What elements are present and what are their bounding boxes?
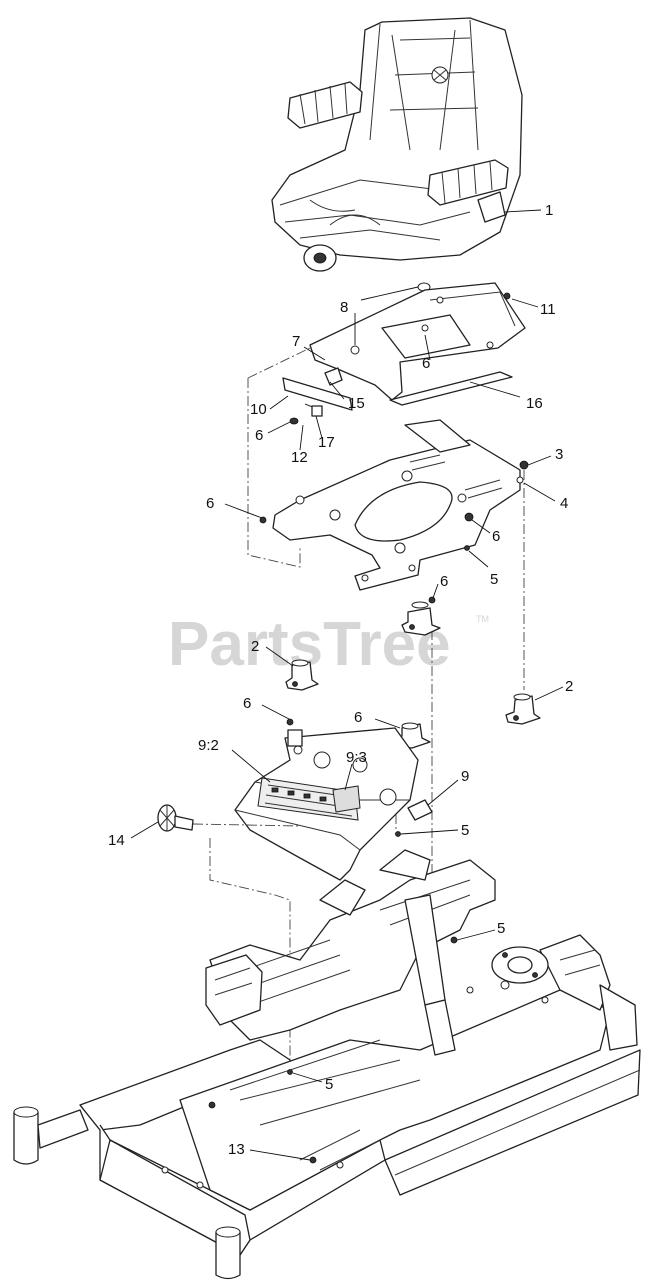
callout-5b: 5	[461, 822, 469, 839]
callout-15: 15	[348, 395, 365, 412]
callout-3: 3	[555, 446, 563, 463]
callout-8: 8	[340, 299, 348, 316]
bolt-5b	[395, 831, 401, 837]
callout-13: 13	[228, 1141, 245, 1158]
control-panel-cover	[234, 727, 419, 881]
callout-6e: 6	[440, 573, 448, 590]
slide-rail	[389, 371, 513, 406]
callout-6g: 6	[354, 709, 362, 726]
callout-5a: 5	[490, 571, 498, 588]
callout-2b: 2	[565, 678, 573, 695]
callout-14: 14	[108, 832, 125, 849]
clip-15	[324, 367, 343, 386]
callout-9: 9	[461, 768, 469, 785]
isolator-mount-left	[285, 659, 319, 691]
bolt-11	[503, 292, 511, 300]
isolator-mount	[401, 601, 441, 636]
callout-7: 7	[292, 333, 300, 350]
callout-6f: 6	[243, 695, 251, 712]
bolt-5a	[464, 545, 470, 551]
callout-6b: 6	[255, 427, 263, 444]
bolt-13a	[208, 1101, 216, 1109]
bracket-9	[407, 799, 433, 821]
seat-pan-bracket	[272, 419, 524, 591]
callout-16: 16	[526, 395, 543, 412]
seat	[271, 17, 523, 272]
leader-lines	[130, 209, 564, 1161]
emblem	[157, 804, 194, 832]
callout-6c: 6	[206, 495, 214, 512]
latch-bar	[282, 377, 353, 425]
callout-6a: 6	[422, 355, 430, 372]
callout-5d: 5	[325, 1076, 333, 1093]
callout-11: 11	[540, 301, 556, 318]
callout-1: 1	[545, 202, 553, 219]
callout-10: 10	[250, 401, 267, 418]
nut-6b	[464, 512, 474, 522]
nut-3	[519, 460, 529, 470]
watermark-trademark: TM	[476, 614, 489, 624]
callout-5c: 5	[497, 920, 505, 937]
nut-6	[259, 516, 267, 524]
callout-2a: 2	[251, 638, 259, 655]
callout-6d: 6	[492, 528, 500, 545]
nut-6d	[286, 718, 294, 726]
callout-17: 17	[318, 434, 335, 451]
bolt-13b	[309, 1156, 317, 1164]
nut-6c	[428, 596, 436, 604]
callout-12: 12	[291, 449, 308, 466]
isolator-mount-right	[505, 693, 541, 725]
callout-9-3: 9:3	[346, 749, 367, 766]
callout-labels: 1 8 11 7 6 15 16 10 6 12 17 3 4 6 6 5 6 …	[108, 202, 573, 1158]
bolt-5d	[287, 1069, 293, 1075]
bolt-5c	[450, 936, 458, 944]
callout-4: 4	[560, 495, 568, 512]
callout-9-2: 9:2	[198, 737, 219, 754]
chassis-frame	[13, 849, 641, 1280]
